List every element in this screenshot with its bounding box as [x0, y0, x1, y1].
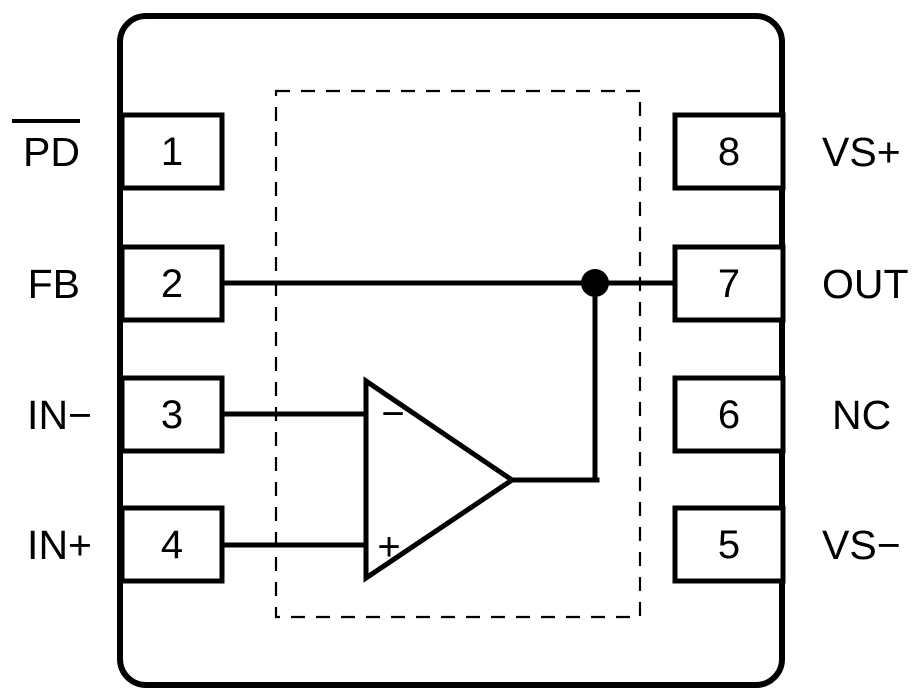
pin-box-8[interactable] — [672, 112, 786, 191]
pin-number-7: 7 — [718, 262, 740, 306]
pin-group-right — [672, 112, 786, 584]
junction-dot-feedback — [581, 269, 609, 297]
signal-label-in-minus: IN− — [27, 392, 92, 438]
signal-label-vs-plus: VS+ — [822, 129, 901, 175]
pin-box-7[interactable] — [672, 244, 786, 323]
pin-number-6: 6 — [718, 393, 740, 437]
opamp-triangle-symbol — [363, 376, 517, 583]
pin-number-5: 5 — [718, 523, 740, 567]
signal-label-out: OUT — [822, 261, 909, 307]
pin-box-5[interactable] — [672, 505, 786, 584]
signal-label-fb: FB — [28, 261, 80, 307]
opamp-inverting-sign: − — [381, 392, 404, 436]
pin-number-8: 8 — [718, 130, 740, 174]
pin-number-1: 1 — [161, 130, 183, 174]
signal-label-pd: PD — [23, 129, 80, 175]
pin-group-left — [119, 112, 225, 584]
pin-number-2: 2 — [161, 262, 183, 306]
signal-label-in-plus: IN+ — [27, 522, 92, 568]
pin-box-2[interactable] — [119, 244, 225, 323]
opamp-noninverting-sign: + — [377, 525, 400, 569]
pin-box-1[interactable] — [119, 112, 225, 191]
pin-box-6[interactable] — [672, 375, 786, 454]
pin-box-3[interactable] — [119, 375, 225, 454]
pin-number-4: 4 — [161, 523, 183, 567]
internal-block-dashed-boundary — [274, 89, 642, 619]
signal-label-nc: NC — [832, 392, 891, 438]
ic-package-outline — [117, 13, 785, 688]
signal-label-vs-minus: VS− — [822, 522, 901, 568]
pin-number-3: 3 — [161, 393, 183, 437]
